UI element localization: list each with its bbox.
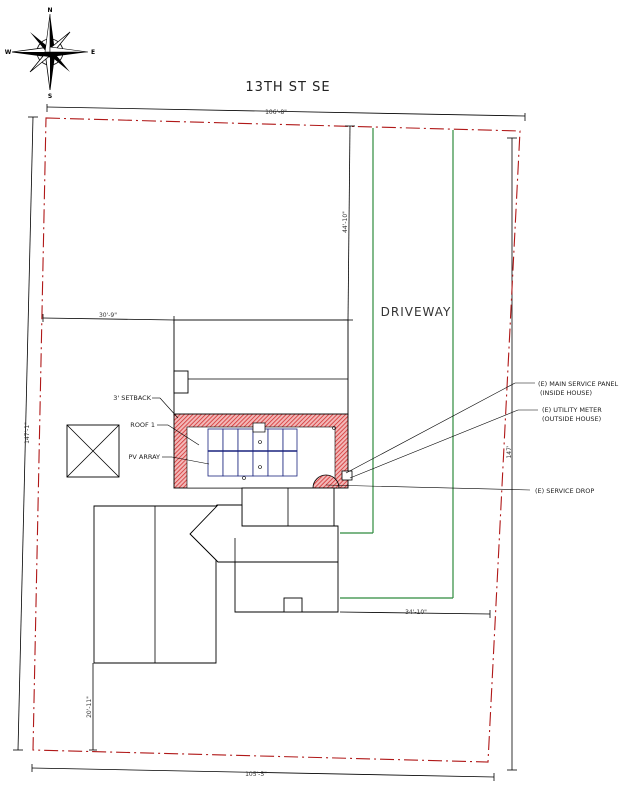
- driveway: [340, 128, 454, 599]
- callout-service-drop: (E) SERVICE DROP: [535, 487, 594, 495]
- compass-north-label: N: [47, 7, 52, 14]
- dim-setback-left: 30'-9": [99, 312, 117, 319]
- dim-front-to-house: 44'-10": [342, 211, 349, 233]
- callout-roof: ROOF 1: [130, 421, 155, 429]
- compass-south-label: S: [48, 93, 52, 100]
- dim-left: 147'-1": [24, 422, 31, 444]
- pv-array: [207, 422, 336, 480]
- dim-right: 147': [506, 445, 513, 458]
- callout-main-panel-line1: (E) MAIN SERVICE PANEL: [538, 380, 619, 388]
- compass-west-label: W: [5, 49, 12, 56]
- compass-east-label: E: [91, 49, 95, 56]
- lot-dimension-lines: [13, 104, 526, 781]
- dim-rear-lower: 20'-11": [86, 696, 93, 718]
- dim-driveway-offset: 34'-10": [405, 609, 427, 616]
- compass-rose-icon: N S E W: [5, 7, 95, 100]
- property-line: [32, 117, 521, 763]
- callout-leaders: [152, 382, 538, 491]
- dim-bottom: 105'-5": [245, 771, 267, 778]
- accessory-structure: [66, 424, 120, 478]
- callout-pv-array: PV ARRAY: [128, 453, 160, 461]
- callout-setback: 3' SETBACK: [113, 394, 152, 402]
- street-name: 13TH ST SE: [245, 80, 330, 95]
- driveway-label: DRIVEWAY: [381, 305, 452, 319]
- callout-utility-meter-line1: (E) UTILITY METER: [542, 406, 602, 414]
- dim-top: 106'-8": [265, 109, 287, 116]
- house-footprint: [93, 319, 349, 664]
- callout-utility-meter-line2: (OUTSIDE HOUSE): [542, 415, 601, 423]
- utility-meter-icon: [341, 470, 353, 481]
- callout-main-panel-line2: (INSIDE HOUSE): [540, 389, 592, 397]
